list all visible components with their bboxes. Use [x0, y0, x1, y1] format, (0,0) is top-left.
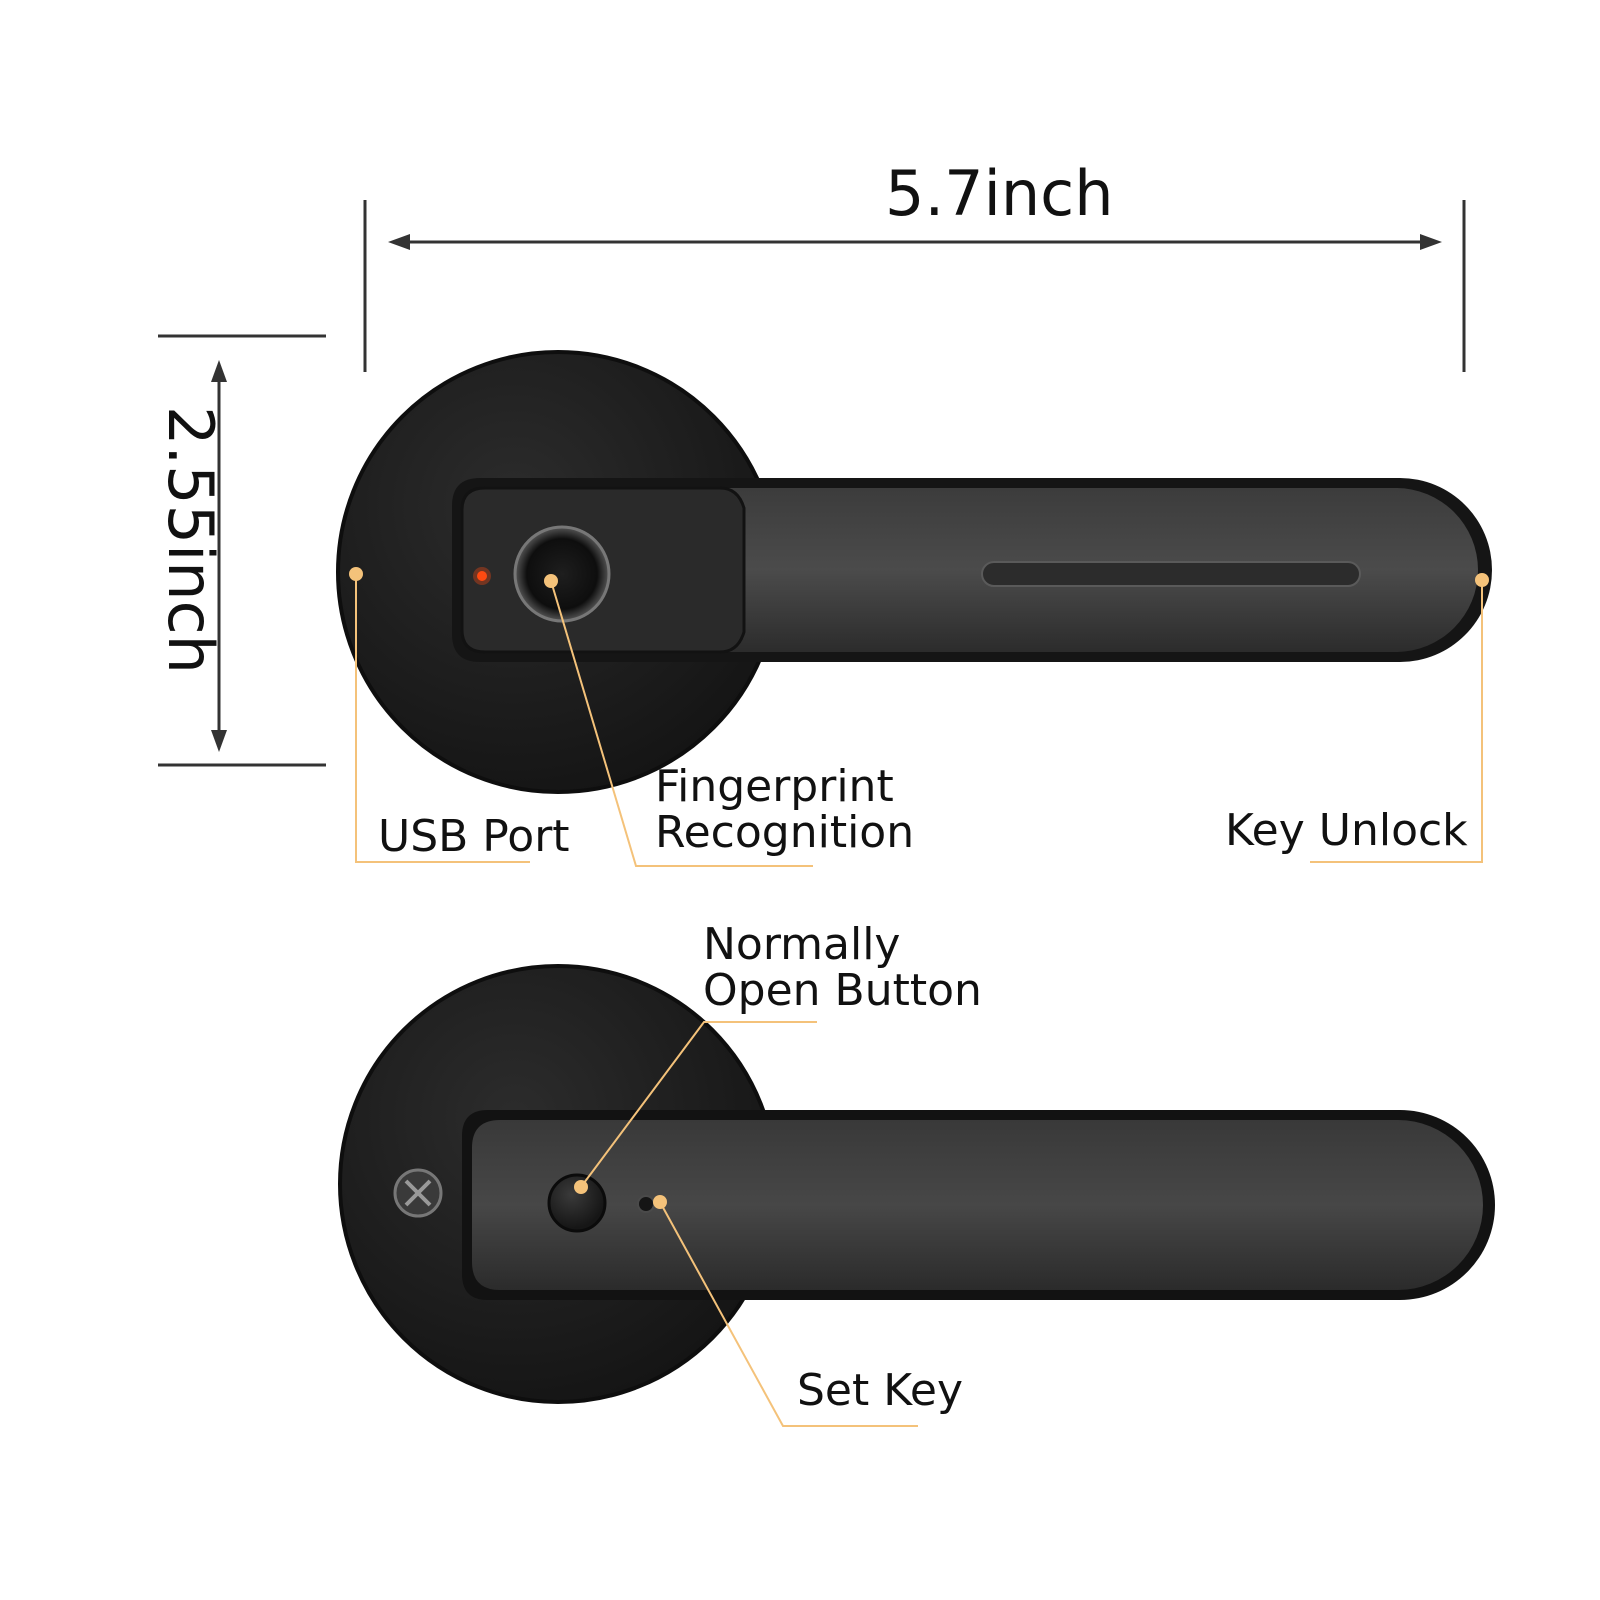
indicator-led-glow: [473, 567, 491, 585]
callout-lines: [355, 574, 1483, 1427]
callout-dot-key-unlock: [1475, 573, 1489, 587]
normally-open-button-icon[interactable]: [547, 1173, 607, 1233]
key-unlock-label: Key Unlock: [1225, 805, 1468, 856]
screw-icon: [393, 1168, 443, 1218]
callout-set-key: [659, 1201, 918, 1427]
callout-usb-port: [355, 574, 530, 863]
height-dimension-label: 2.55inch: [154, 406, 227, 674]
callout-dot-fingerprint: [544, 574, 558, 588]
fingerprint-label-line2: Recognition: [655, 807, 915, 858]
callout-key-unlock: [1310, 580, 1483, 863]
callout-dots: [349, 567, 1489, 1209]
arrow-up-icon: [211, 360, 227, 382]
arrow-right-icon: [1420, 234, 1442, 250]
indicator-led-icon: [477, 571, 487, 581]
arrow-down-icon: [211, 730, 227, 752]
lever-groove: [981, 561, 1361, 587]
fingerprint-sensor-icon[interactable]: [513, 525, 611, 623]
height-dimension: [158, 334, 326, 767]
callout-dot-normally-open: [574, 1180, 588, 1194]
callout-fingerprint: [550, 580, 813, 867]
arrow-left-icon: [388, 234, 410, 250]
width-dimension-label: 5.7inch: [885, 157, 1114, 230]
callout-dot-set-key: [653, 1195, 667, 1209]
set-key-label: Set Key: [797, 1365, 964, 1416]
usb-port-label: USB Port: [378, 811, 570, 862]
normally-open-label-line2: Open Button: [703, 965, 982, 1016]
callout-dot-usb: [349, 567, 363, 581]
back-lock-handle: [338, 964, 1495, 1404]
normally-open-label-line1: Normally: [703, 919, 901, 970]
set-key-hole-icon[interactable]: [637, 1195, 655, 1213]
width-dimension: [363, 200, 1466, 372]
fingerprint-label-line1: Fingerprint: [655, 761, 894, 812]
back-lever: [472, 1120, 1483, 1290]
callout-normally-open: [580, 1021, 817, 1188]
front-lock-handle: [336, 350, 1492, 794]
